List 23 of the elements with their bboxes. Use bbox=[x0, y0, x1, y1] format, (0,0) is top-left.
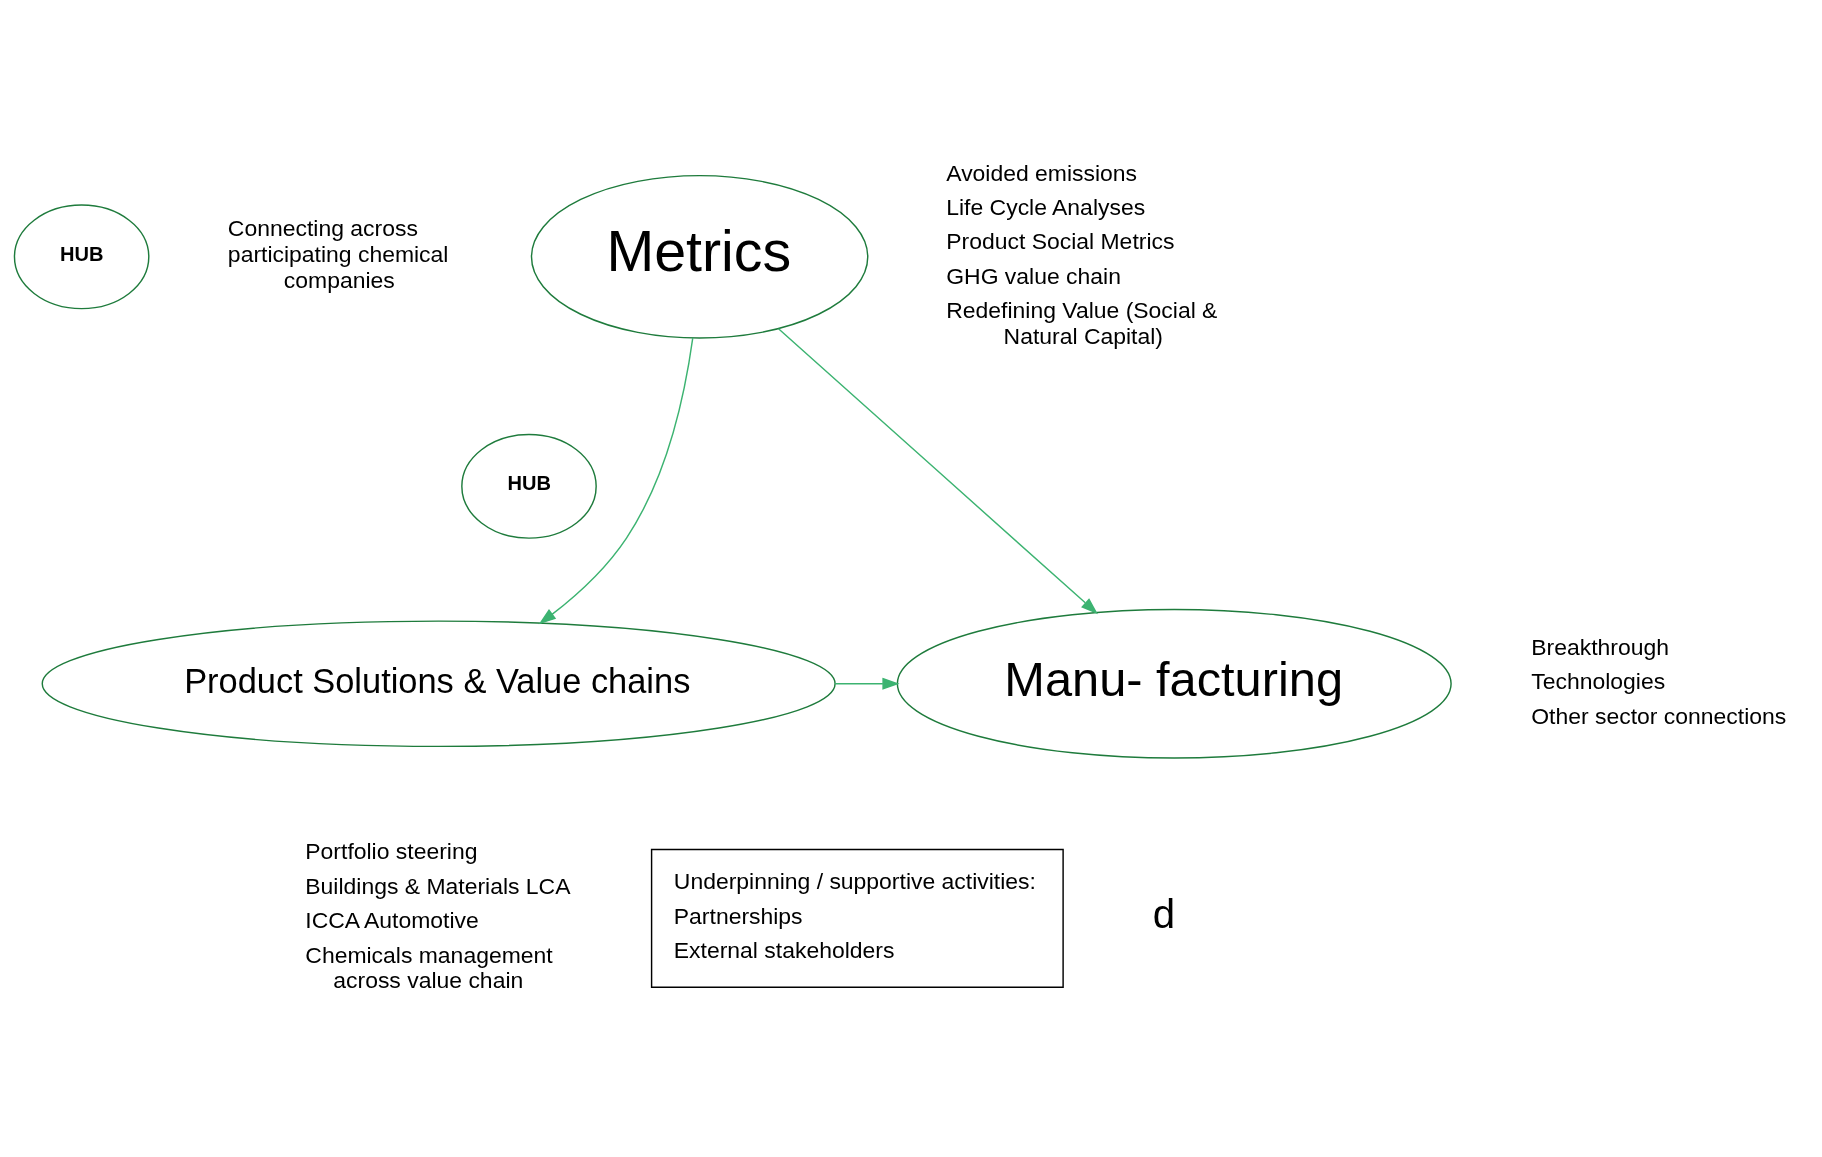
node-label: Redefining Value (Social & Natural Capital) bbox=[946, 296, 1218, 349]
node-label: Other sector connections bbox=[1531, 702, 1787, 729]
arrow bbox=[538, 336, 694, 624]
node-label: Technologies bbox=[1531, 667, 1666, 694]
node-label: GHG value chain bbox=[946, 262, 1121, 289]
label: d bbox=[1152, 891, 1176, 937]
node-ellipse: Metrics bbox=[530, 174, 869, 339]
arrow bbox=[834, 677, 900, 690]
node-label: ICCA Automotive bbox=[305, 906, 479, 933]
node-label: Life Cycle Analyses bbox=[946, 193, 1146, 220]
node-ellipse: HUB bbox=[13, 203, 150, 309]
node-label: Chemicals management across value chain bbox=[305, 941, 553, 993]
node-label: Product Social Metrics bbox=[946, 227, 1175, 254]
arrow bbox=[777, 327, 1098, 614]
node-label: Connecting across participating chemical companies bbox=[227, 214, 449, 293]
node-label: Breakthrough bbox=[1531, 633, 1669, 660]
node-ellipse: Product Solutions & Value chains bbox=[41, 619, 836, 747]
node-ellipse: HUB bbox=[461, 433, 597, 539]
node-ellipse: Manu- facturing bbox=[896, 608, 1452, 759]
node-label: Portfolio steering bbox=[305, 837, 478, 864]
node-label: Avoided emissions bbox=[946, 159, 1138, 186]
node-label: Buildings & Materials LCA bbox=[305, 872, 571, 899]
node-box: Underpinning / supportive activities: Partnerships External stakeholders bbox=[650, 848, 1064, 988]
